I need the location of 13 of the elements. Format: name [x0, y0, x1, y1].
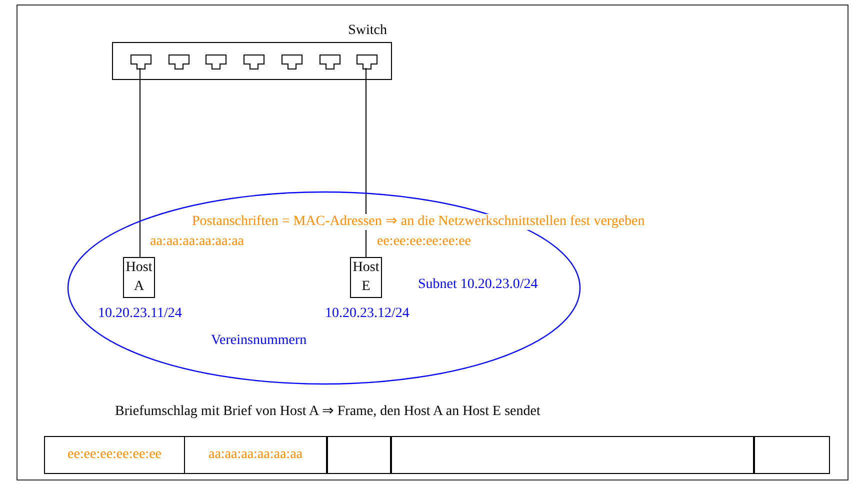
mac-address: ee:ee:ee:ee:ee:ee	[377, 234, 472, 250]
annotation-text: Vereinsnummern	[211, 333, 307, 349]
caption-text: Briefumschlag mit Brief von Host A ⇒ Frame, den Host A an Host E sendet	[115, 404, 540, 420]
subnet-label: Subnet 10.20.23.0/24	[418, 277, 538, 293]
host-label: Host E	[352, 259, 380, 296]
note-text: Postanschriften = MAC-Adressen ⇒ an die Netzwerkschnittstellen fest vergeben	[192, 214, 645, 230]
node-title: Switch	[348, 23, 387, 39]
ip-address: 10.20.23.12/24	[325, 306, 410, 322]
host-label: Host A	[124, 259, 154, 296]
frame-field: ee:ee:ee:ee:ee:ee	[44, 436, 185, 474]
mac-address: aa:aa:aa:aa:aa:aa	[150, 234, 244, 250]
ip-address: 10.20.23.11/24	[98, 306, 182, 322]
frame-field: aa:aa:aa:aa:aa:aa	[184, 436, 327, 474]
